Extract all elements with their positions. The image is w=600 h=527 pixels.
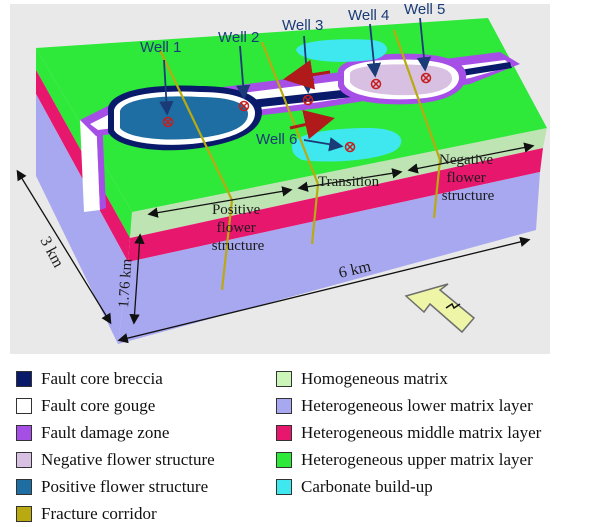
negative-zone-arrow	[407, 142, 535, 174]
legend-label: Carbonate build-up	[301, 477, 433, 496]
well-2-marker	[238, 100, 250, 112]
well-3-label: Well 3	[282, 17, 323, 34]
legend-item: Positive flower structure	[16, 474, 276, 500]
well-1-arrow	[159, 59, 174, 116]
legend-swatch	[276, 479, 292, 495]
depth-dimension-arrow	[129, 233, 145, 325]
slip-arrows	[283, 59, 335, 140]
positive-zone-label: Positive flower structure	[212, 202, 265, 254]
legend-label: Fault core gouge	[41, 396, 156, 415]
legend-item: Fault core breccia	[16, 366, 276, 392]
well-5-label: Well 5	[404, 1, 445, 18]
legend-label: Fault damage zone	[41, 423, 170, 442]
well-5-marker	[420, 72, 432, 84]
length-dimension-arrow	[117, 236, 531, 344]
legend-label: Positive flower structure	[41, 477, 209, 496]
north-arrow-icon	[404, 283, 476, 334]
carbonate-buildup-north	[296, 39, 387, 62]
legend-swatch	[276, 452, 292, 468]
well-2-arrow	[235, 45, 251, 100]
well-markers	[162, 72, 432, 153]
legend-swatch	[16, 506, 32, 522]
fault-model-diagram: Well 1 Well 2 Well 3 Well 4 Well 5 Well …	[10, 1, 550, 354]
legend-swatch	[16, 398, 32, 414]
legend-label: Heterogeneous upper matrix layer	[301, 450, 533, 469]
legend-item: Heterogeneous middle matrix layer	[276, 420, 600, 446]
legend-swatch	[16, 371, 32, 387]
legend-label: Homogeneous matrix	[301, 369, 448, 388]
legend-swatch	[276, 425, 292, 441]
positive-zone-arrow	[147, 186, 293, 218]
transition-zone-label: Transition	[318, 174, 380, 190]
legend-item: Heterogeneous lower matrix layer	[276, 393, 600, 419]
positive-flower-pod	[108, 85, 262, 151]
width-dimension-arrow	[16, 169, 112, 325]
legend-item: Negative flower structure	[16, 447, 276, 473]
legend-item: Fault core gouge	[16, 393, 276, 419]
legend-swatch	[16, 425, 32, 441]
legend-label: Fracture corridor	[41, 504, 157, 523]
depth-dimension-label: 1.76 km	[116, 258, 135, 308]
legend-label: Negative flower structure	[41, 450, 215, 469]
well-4-arrow	[366, 23, 382, 78]
well-6-arrow	[303, 137, 344, 152]
fracture-corridor-1	[159, 49, 233, 201]
length-dimension-label: 6 km	[337, 258, 373, 282]
legend-item: Heterogeneous upper matrix layer	[276, 447, 600, 473]
legend-swatch	[276, 371, 292, 387]
well-4-label: Well 4	[348, 7, 389, 24]
well-4-marker	[370, 78, 382, 90]
legend-swatch	[16, 479, 32, 495]
slip-arrow-west	[283, 59, 331, 90]
well-2-label: Well 2	[218, 29, 259, 46]
legend-item: Fracture corridor	[16, 501, 276, 527]
legend-swatch	[16, 452, 32, 468]
well-5-arrow	[416, 17, 432, 72]
well-1-marker	[162, 116, 174, 128]
well-3-marker	[302, 94, 314, 106]
legend-label: Heterogeneous middle matrix layer	[301, 423, 542, 442]
legend-item: Fault damage zone	[16, 420, 276, 446]
legend-item: Homogeneous matrix	[276, 366, 600, 392]
legend-item: Carbonate build-up	[276, 474, 600, 500]
negative-zone-label: Negative flower structure	[439, 152, 497, 204]
legend-label: Heterogeneous lower matrix layer	[301, 396, 533, 415]
well-1-label: Well 1	[140, 39, 181, 56]
well-6-marker	[344, 141, 356, 153]
well-6-label: Well 6	[256, 131, 297, 148]
legend-label: Fault core breccia	[41, 369, 163, 388]
legend-swatch	[276, 398, 292, 414]
slip-arrow-east	[289, 109, 335, 140]
transition-zone-arrow	[297, 168, 403, 192]
